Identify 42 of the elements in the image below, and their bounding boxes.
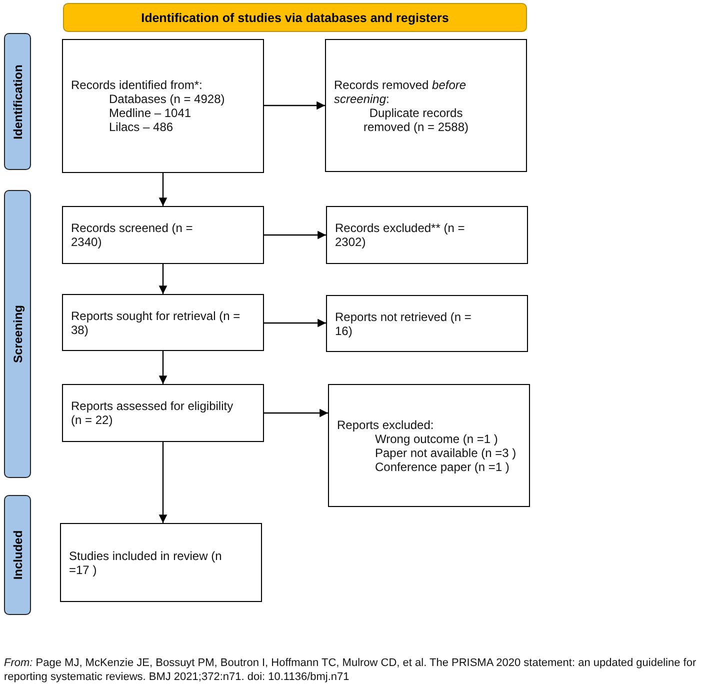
phase-label: Screening bbox=[10, 304, 24, 364]
box-text: Reports not retrieved (n = 16) bbox=[335, 310, 472, 338]
process-box bbox=[326, 206, 528, 264]
phase-label-bar bbox=[4, 190, 31, 478]
process-box bbox=[326, 295, 528, 352]
box-text: Medline – 1041 bbox=[108, 106, 192, 120]
box-text: Reports excluded: bbox=[337, 418, 435, 432]
arrow bbox=[264, 230, 326, 240]
phase-label: Included bbox=[10, 530, 24, 580]
process-box bbox=[62, 384, 264, 442]
process-box bbox=[325, 39, 527, 172]
arrow bbox=[264, 318, 326, 328]
phase-label-bar bbox=[4, 495, 31, 615]
box-text: Paper not available (n =3 ) bbox=[374, 446, 518, 460]
arrow bbox=[264, 101, 325, 110]
phase-label-bar bbox=[4, 33, 31, 170]
citation-caption: From: Page MJ, McKenzie JE, Bossuyt PM, Boutron I, Hoffmann TC, Mulrow CD, et al. The PRISMA 2020 statement: an updated guideline for reporting systematic reviews. BMJ 2021;372:n71. doi: 10.1136/bmj.n71 bbox=[4, 656, 698, 684]
box-text: Reports assessed for eligibility (n = 22) bbox=[71, 399, 234, 427]
arrow bbox=[264, 408, 328, 418]
phase-label: Identification bbox=[10, 64, 24, 139]
box-text: Records excluded** (n = 2302) bbox=[335, 221, 466, 249]
process-box bbox=[328, 384, 530, 507]
arrow bbox=[158, 351, 168, 384]
box-text: Records screened (n = 2340) bbox=[71, 221, 194, 249]
section-banner bbox=[63, 3, 527, 32]
box-text: Records identified from*: bbox=[71, 78, 204, 92]
box-text: Duplicate records removed (n = 2588) bbox=[362, 106, 470, 134]
arrow bbox=[158, 173, 168, 206]
process-box bbox=[62, 206, 264, 264]
box-text: Records removed before screening: bbox=[334, 78, 468, 106]
box-text: Conference paper (n =1 ) bbox=[374, 460, 510, 474]
process-box bbox=[62, 39, 264, 173]
box-text: Databases (n = 4928) bbox=[108, 92, 226, 106]
process-box bbox=[60, 523, 262, 602]
box-text: Lilacs – 486 bbox=[108, 120, 174, 134]
box-text: Wrong outcome (n =1 ) bbox=[374, 432, 499, 446]
process-box bbox=[62, 294, 264, 351]
box-text: Studies included in review (n =17 ) bbox=[69, 548, 223, 576]
box-text: Reports sought for retrieval (n = 38) bbox=[71, 308, 242, 336]
arrow bbox=[158, 442, 168, 523]
arrow bbox=[158, 264, 168, 294]
box-text: Identification of studies via databases and registers bbox=[141, 10, 449, 24]
